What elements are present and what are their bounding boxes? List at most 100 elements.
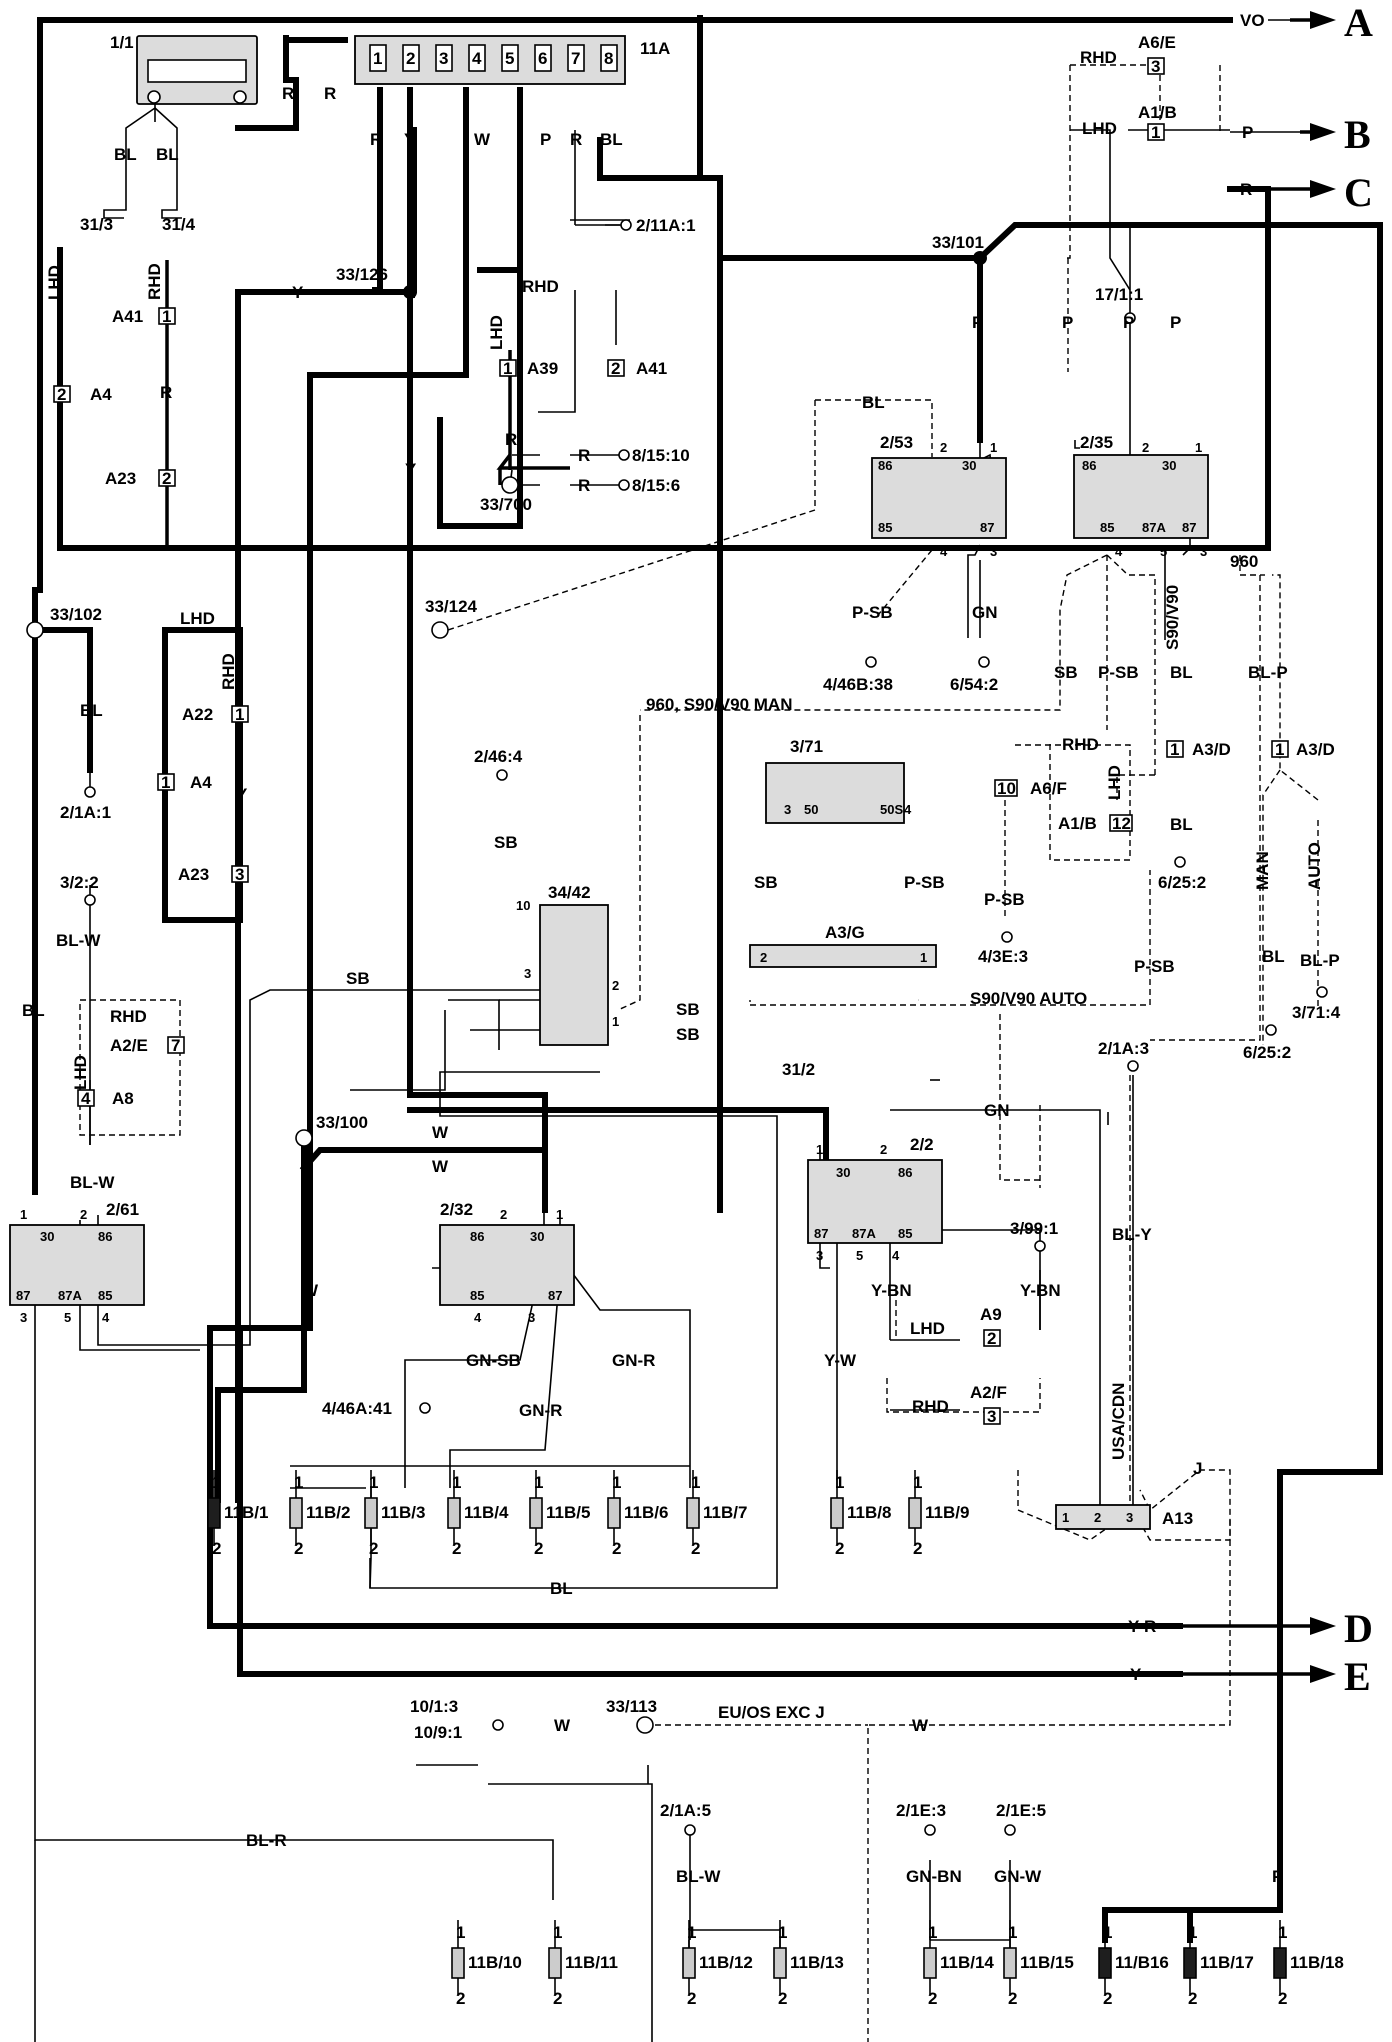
wire-label: GN-W [994,1867,1042,1886]
component-label: A3/G [825,923,865,942]
terminal-label: 2/1E:3 [896,1801,946,1820]
wire-label: Y [405,460,417,479]
terminal-label: 31/3 [80,215,113,234]
fuse-label: 11B/14 [940,1953,994,1972]
wire-label: R [505,430,517,449]
wire-label: SB [346,969,370,988]
relay-pin-label: 30 [40,1229,54,1244]
wire-label: GN-R [519,1401,562,1420]
relay-pin-label: 5 [1160,544,1167,559]
relay-pin-label: 86 [1082,458,1096,473]
relay-pin-label: 85 [878,520,892,535]
connector-label: A22 [182,705,213,724]
fuse-pin-label: 1 [687,1923,696,1942]
relay-pin-label: 87 [980,520,994,535]
wire-label: BL [22,1001,45,1020]
fusebox-pin-label: 3 [439,49,448,68]
relay-pin-label: 2 [80,1207,87,1222]
fusebox-pin-label: 2 [406,49,415,68]
fuse-pin-label: 1 [1008,1923,1017,1942]
terminal-label: 3/71:4 [1292,1003,1341,1022]
connector-boxes: 3 A6/E 1 A1/B 1 A41 2 A4 2 A23 1 A39 2 A… [53,33,1335,1426]
relay-2-61: 2/61 [9,1200,145,1306]
wire-label: W [432,1157,449,1176]
relay-pin-label: 86 [98,1229,112,1244]
wire-label: W [432,1123,449,1142]
fuse-pin-label: 2 [835,1539,844,1558]
variant-label: LHD [180,609,215,628]
relay-2-35: 2/35 [1073,433,1209,539]
wire-label: Y [292,283,304,302]
relay-pin-label: 87 [1182,520,1196,535]
pin-label: 2 [57,385,66,404]
fusebox-pin [567,44,585,72]
fuse-label: 11B/15 [1020,1953,1074,1972]
fuse-pin-label: 1 [1188,1923,1197,1942]
fuse-pin-label: 1 [1103,1923,1112,1942]
wire-label: VO [1240,11,1265,30]
wire-label: BL [1170,663,1193,682]
component-label: 34/42 [548,883,591,902]
fuse-pin-label: 1 [294,1473,303,1492]
fuse-pin-label: 1 [452,1473,461,1492]
relay-pin-label: 50S [880,802,903,817]
fusebox-pin [402,44,420,72]
fuse-pin-label: 2 [1188,1989,1197,2008]
relay-pin-label: 3 [784,802,791,817]
wire-label: Y-W [824,1351,857,1370]
terminal-label: 31/4 [162,215,196,234]
fuse [207,1497,221,1529]
heavy-wires [32,15,1383,1943]
wire-label: Y-BN [871,1281,912,1300]
splices: 33/101 33/126 33/700 33/102 33/124 33/10… [26,233,987,1734]
terminal-label: 6/25:2 [1243,1043,1291,1062]
relay-pin-label: 87A [58,1288,82,1303]
fuse-pin-label: 1 [369,1473,378,1492]
fusebox-pin-label: 1 [373,49,382,68]
component-label: 1/1 [110,33,134,52]
fuse-label: 11B/12 [699,1953,753,1972]
pin-label: 3 [987,1407,996,1426]
wire-label: SB [1054,663,1078,682]
terminal-label: 2/1A:5 [660,1801,711,1820]
connector-label: A4 [90,385,112,404]
fuse-label: 11B/7 [703,1503,747,1522]
output-c-label: C [1344,170,1373,215]
wire-label: Y [236,785,248,804]
variant-label: USA/CDN [1109,1383,1128,1460]
relay-pin-label: 1 [20,1207,27,1222]
fuse-label: 11B/10 [468,1953,522,1972]
fuse-label: 11B/2 [306,1503,350,1522]
pin-label: 1 [503,359,512,378]
pin-label: 3 [235,865,244,884]
variant-labels: RHD LHD LHD RHD RHD LHD LHD RHD 960 S90/… [45,48,1324,1722]
variant-label: RHD [912,1397,949,1416]
relay-pin-label: 1 [1062,1510,1069,1525]
relay-2-2: 2/2 [807,1135,943,1244]
fuse [548,1947,562,1979]
pin-label: 12 [1112,814,1131,833]
variant-label: EU/OS EXC J [718,1703,825,1722]
wire-label: R [570,130,582,149]
relay-pin-label: 2 [1094,1510,1101,1525]
wire-label: BL [600,130,623,149]
fuse-pin-label: 2 [534,1539,543,1558]
output-arrows: VO A P B R C Y-R D Y E [1128,0,1373,1699]
component-label: 2/32 [440,1200,473,1219]
relay-pin-label: 4 [102,1310,110,1325]
variant-label: S90/V90 AUTO [970,989,1087,1008]
relay-pin-label: 4 [904,802,912,817]
terminal-label: 31/2 [782,1060,815,1079]
fuse-pin-label: 1 [913,1473,922,1492]
wire-label: BL [862,393,885,412]
relay-2-32: 2/32 [439,1200,575,1306]
wire-label: BL-Y [1112,1225,1152,1244]
fuse [364,1497,378,1529]
relay-pin-label: 3 [528,1310,535,1325]
relay-pin-label: 86 [878,458,892,473]
terminal-label: 6/25:2 [1158,873,1206,892]
fuse-pin-label: 2 [778,1989,787,2008]
